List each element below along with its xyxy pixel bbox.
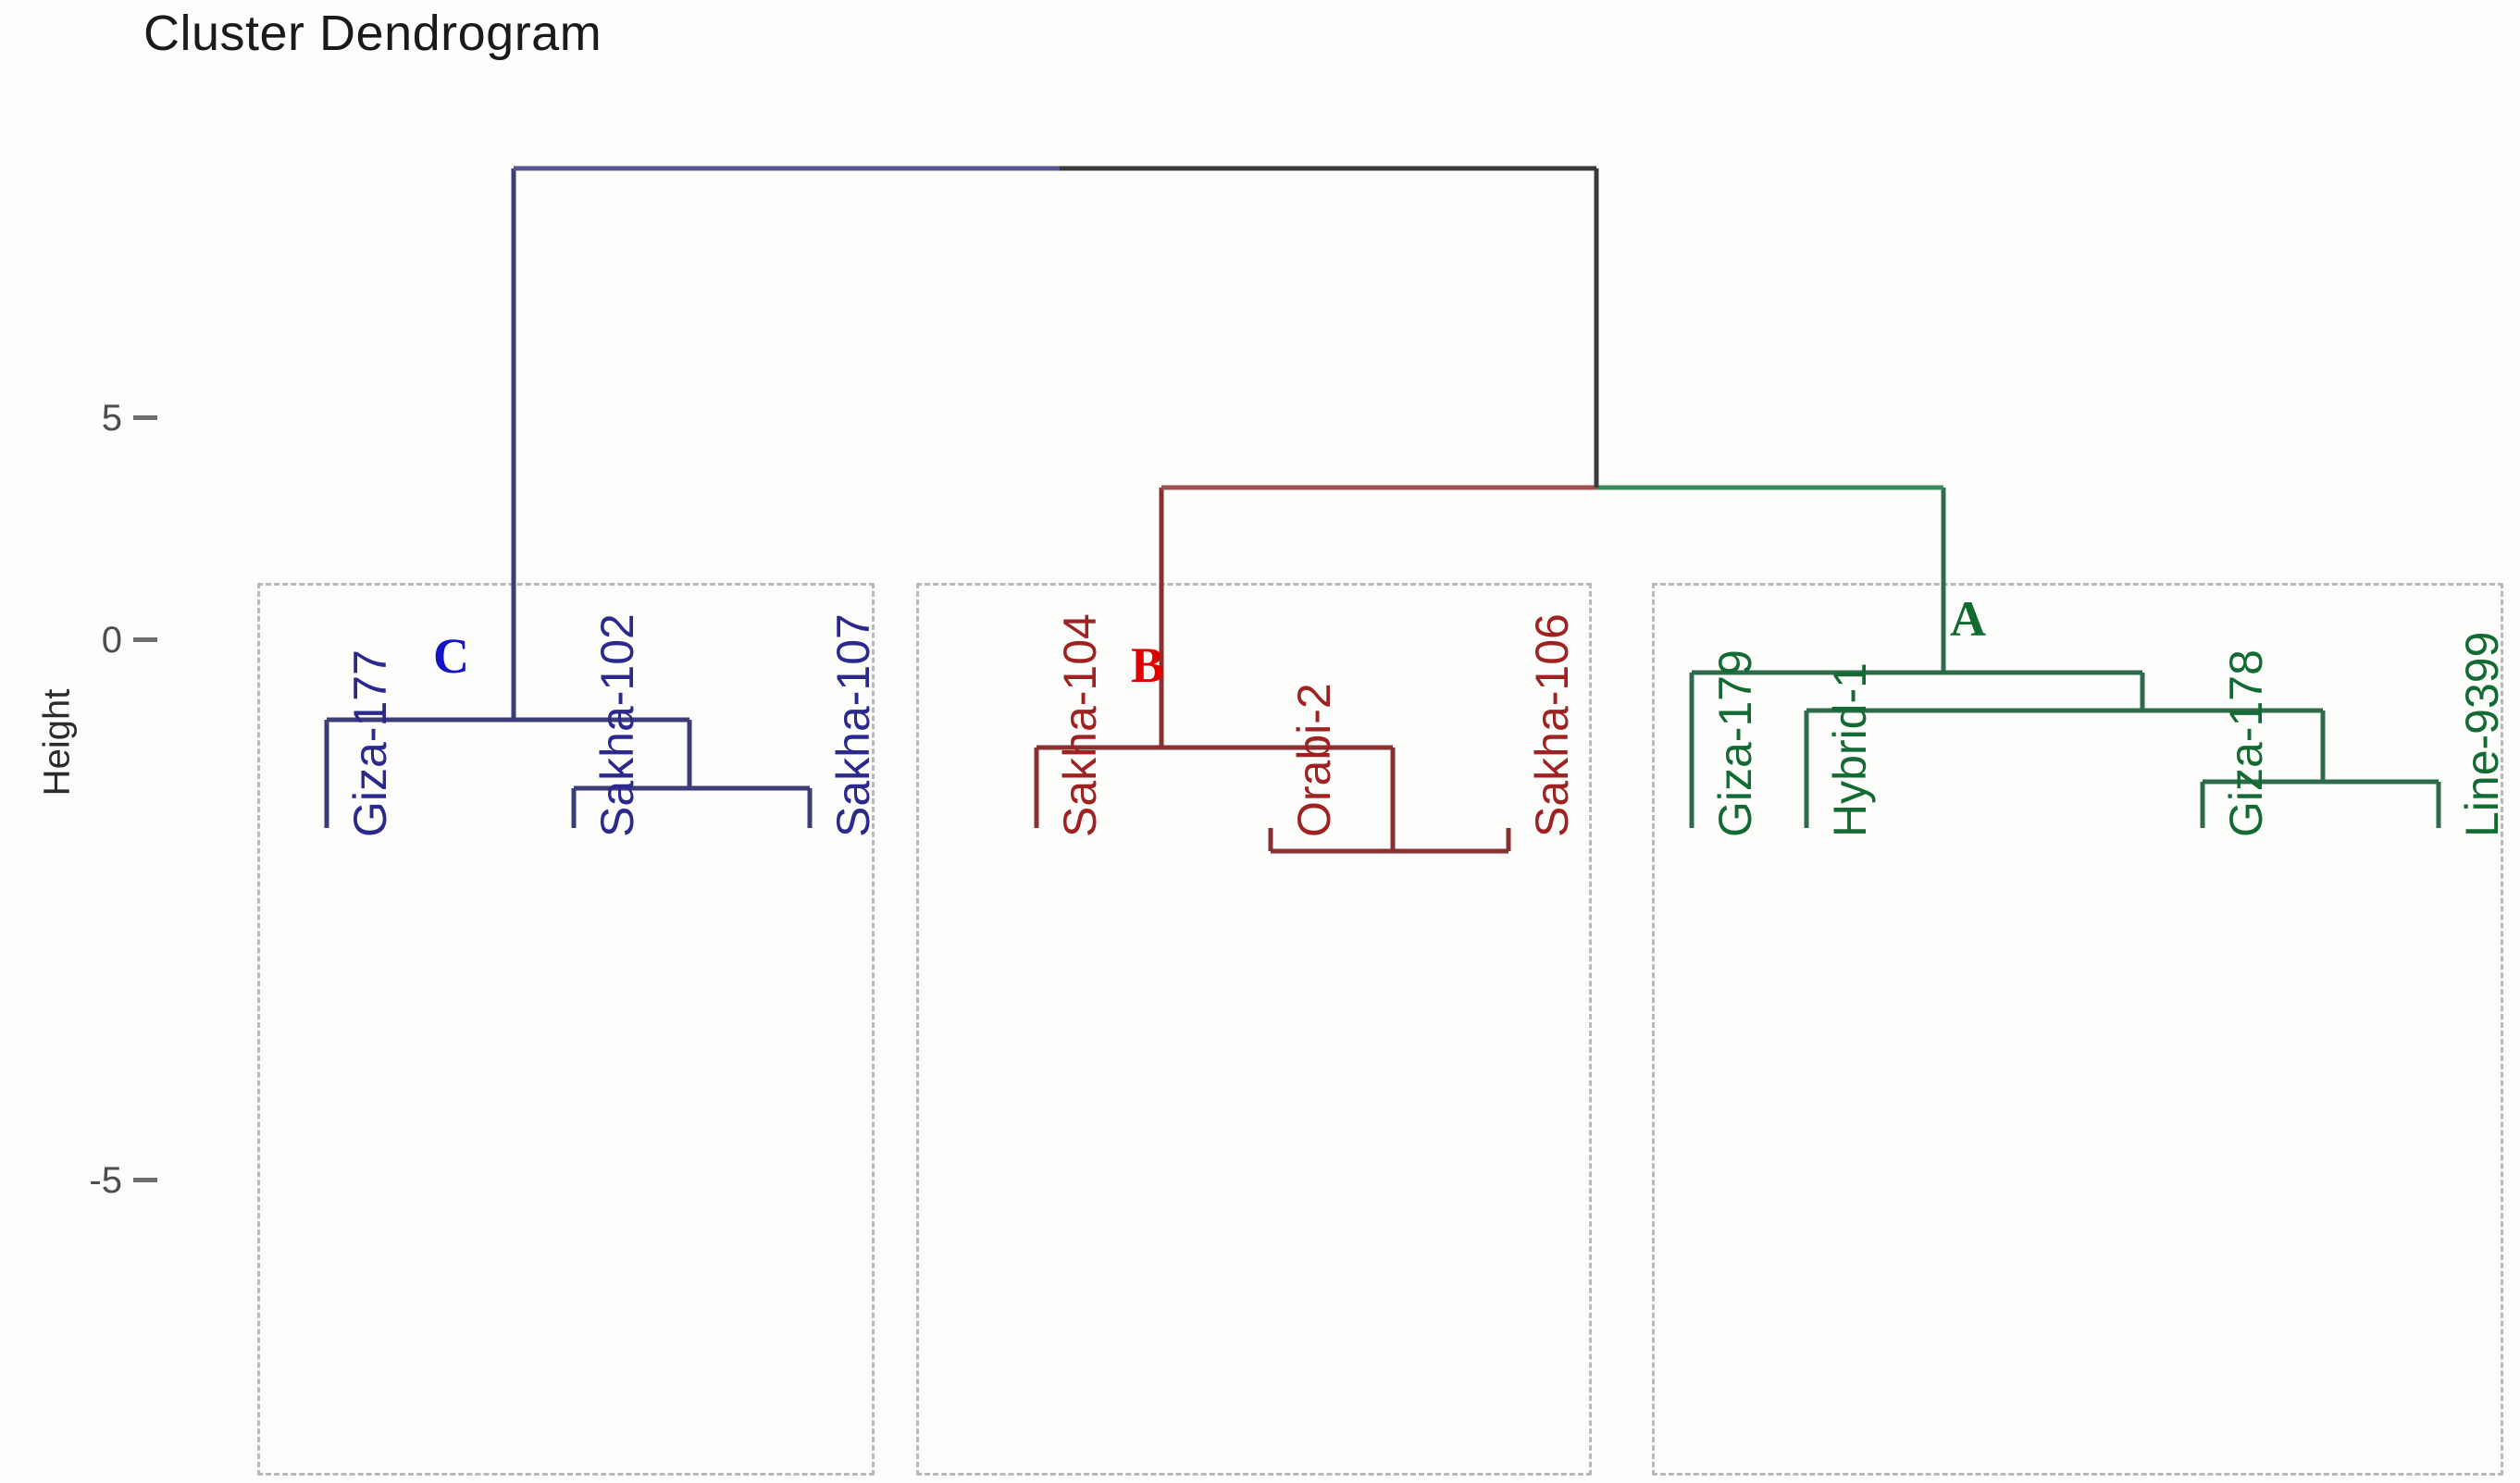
cluster-letter-a: A	[1950, 591, 1986, 647]
leaf-label-sakha-107: Sakha-107	[827, 613, 879, 837]
y-axis-tick: 0	[56, 620, 157, 661]
cluster-box-b	[916, 583, 1592, 1476]
leaf-label-hybrid-1: Hybrid-1	[1824, 662, 1876, 837]
leaf-label-line-9399: Line-9399	[2456, 631, 2508, 837]
leaf-label-giza-177: Giza-177	[344, 649, 396, 837]
leaf-label-sakha-104: Sakha-104	[1054, 613, 1106, 837]
y-axis-tick-mark	[133, 1177, 157, 1182]
y-axis-tick-label: -5	[89, 1160, 122, 1201]
y-axis-tick: -5	[56, 1160, 157, 1202]
cluster-letter-b: B	[1131, 637, 1165, 693]
y-axis-tick-mark	[133, 636, 157, 642]
leaf-label-giza-178: Giza-178	[2220, 649, 2272, 837]
page-title: Cluster Dendrogram	[143, 6, 602, 61]
leaf-label-giza-179: Giza-179	[1709, 649, 1761, 837]
cluster-box-c	[257, 583, 875, 1476]
leaf-label-sakha-102: Sakha-102	[591, 613, 643, 837]
y-axis-tick-label: 0	[101, 620, 122, 661]
y-axis-tick-label: 5	[101, 398, 122, 439]
y-axis-tick-mark	[133, 414, 157, 420]
cluster-box-a	[1652, 583, 2503, 1476]
leaf-label-orabi-2: Orabi-2	[1288, 683, 1340, 837]
y-axis-tick: 5	[56, 398, 157, 439]
leaf-label-sakha-106: Sakha-106	[1526, 613, 1578, 837]
cluster-letter-c: C	[433, 628, 469, 684]
